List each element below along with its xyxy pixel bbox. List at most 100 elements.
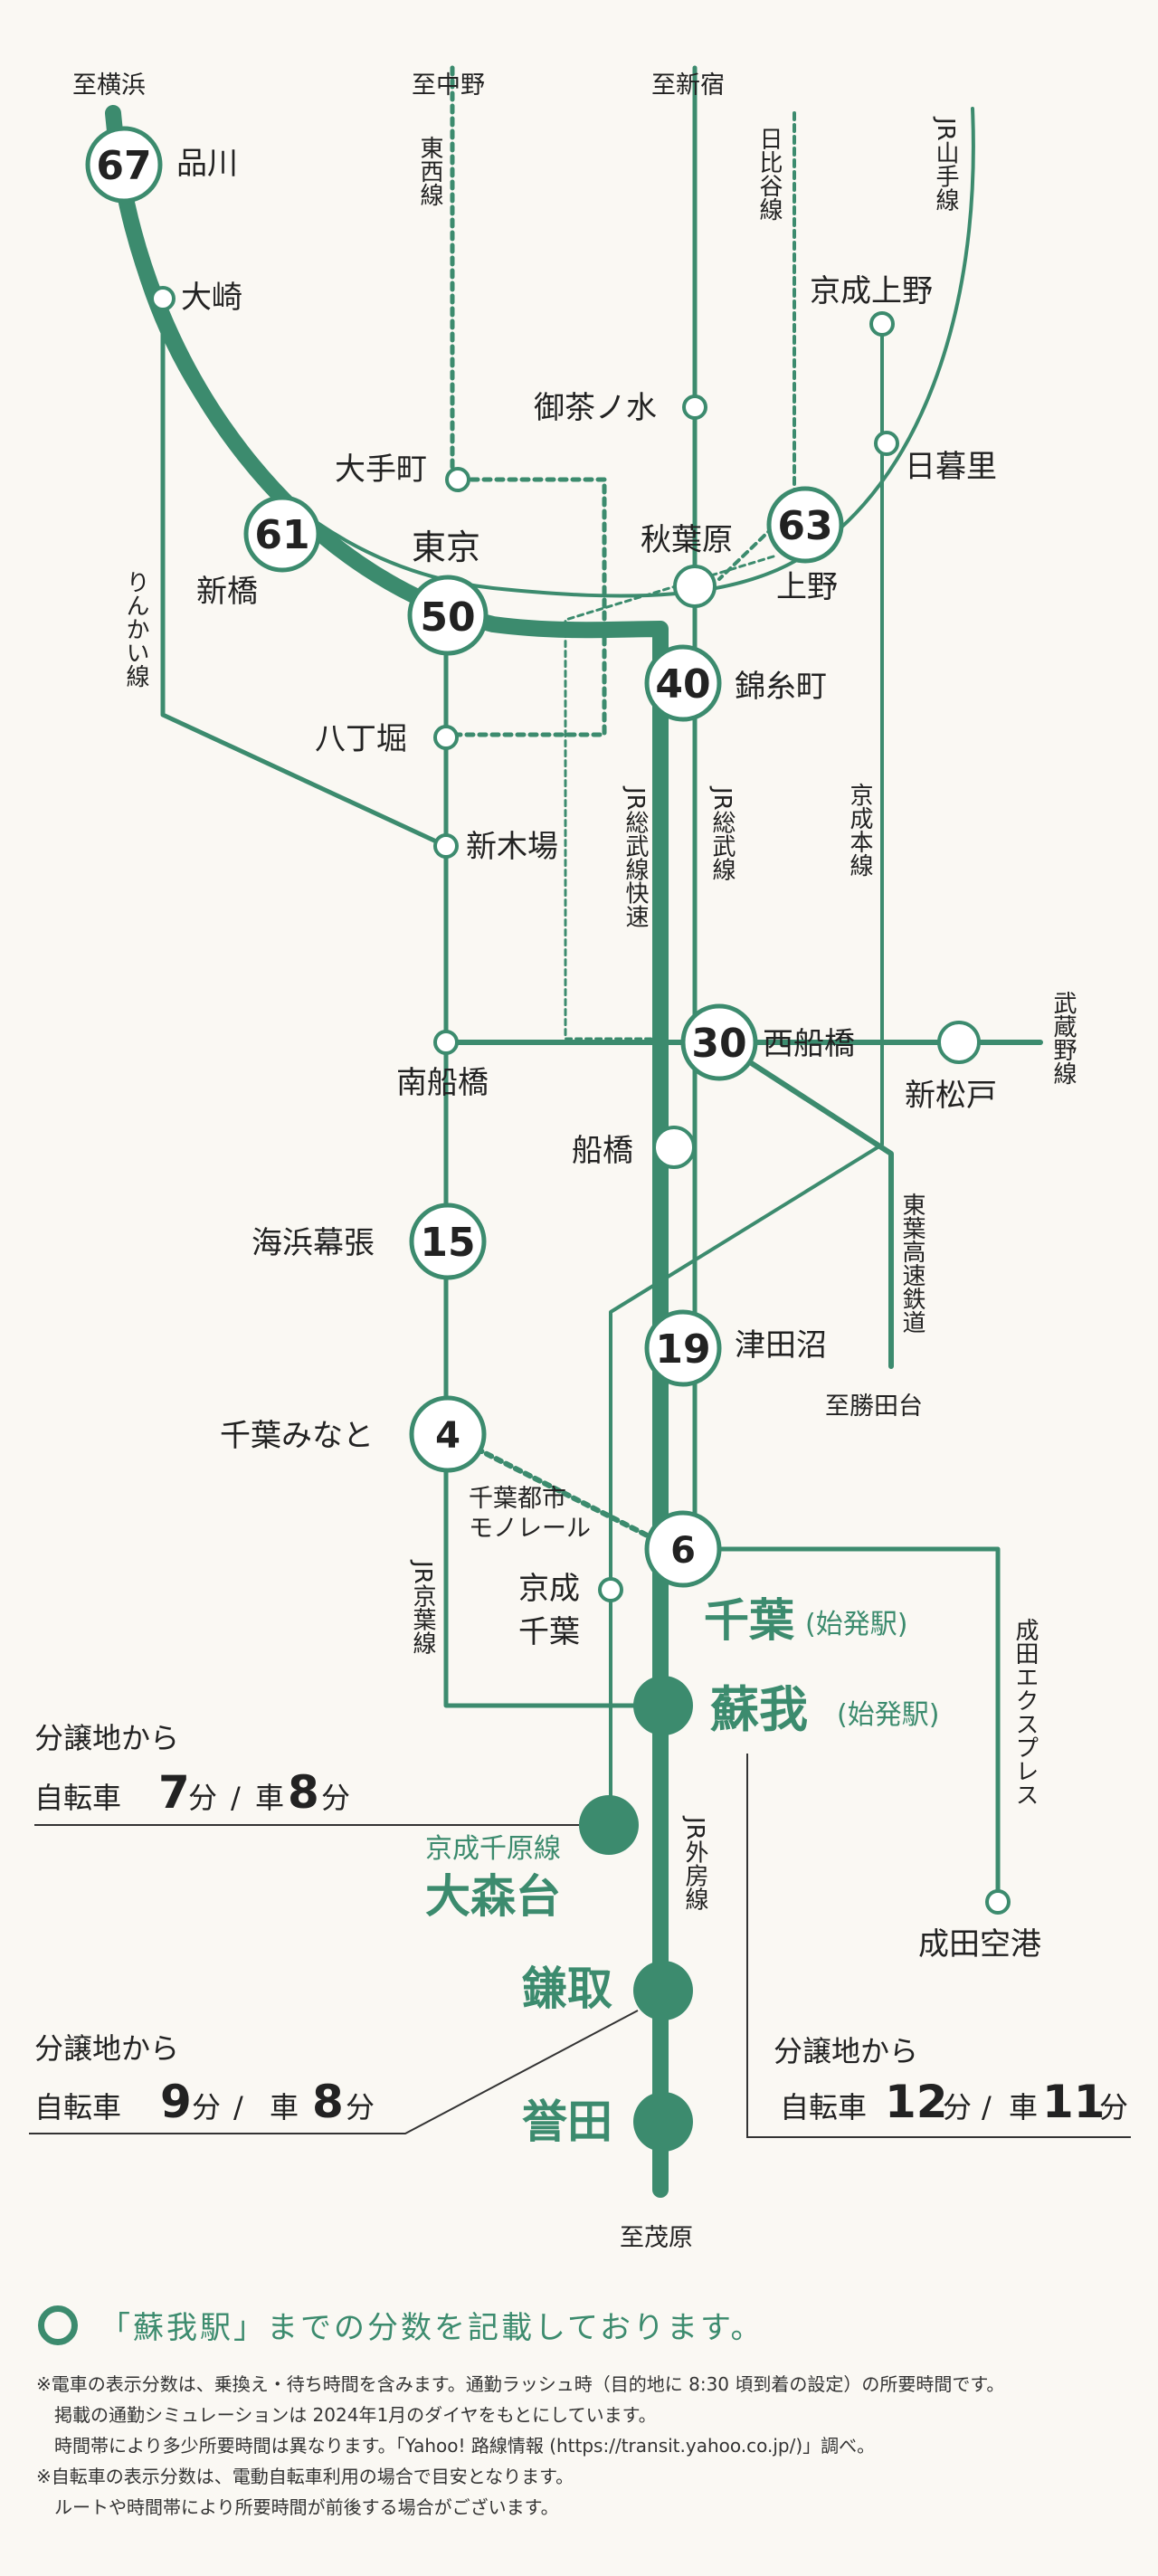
label-soga: 蘇我	[710, 1681, 808, 1738]
tokyo-minutes: 50	[420, 594, 475, 641]
label-funabashi: 船橋	[572, 1133, 633, 1169]
label-shinagawa: 品川	[176, 146, 238, 182]
label-musashino-line: 武蔵野線	[1049, 991, 1077, 1085]
label-minami-funabashi: 南船橋	[396, 1065, 489, 1101]
soga-bike-unit: 分	[188, 1781, 217, 1815]
note-2: 掲載の通勤シミュレーションは 2024年1月のダイヤをもとにしています。	[36, 2404, 657, 2426]
label-monorail-1: 千葉都市	[469, 1485, 566, 1513]
minami-funabashi-dot	[433, 1030, 459, 1055]
kamatori-bike-label: 自転車	[34, 2090, 121, 2124]
label-keisei-chiba-2: 千葉	[518, 1614, 580, 1650]
honda-bike-label: 自転車	[780, 2090, 867, 2124]
label-ueno: 上野	[776, 569, 838, 605]
chiba-minutes: 6	[670, 1530, 696, 1572]
chiba-minato-minutes: 4	[435, 1415, 460, 1457]
label-sobu-line: JR総武線	[708, 785, 736, 881]
soga-bike-min: 7	[158, 1766, 190, 1819]
label-honda: 誉田	[522, 2096, 612, 2148]
label-chiba: 千葉	[704, 1594, 795, 1647]
ueno-ring	[766, 486, 844, 564]
label-sobu-rapid-line: JR総武線快速	[622, 785, 649, 928]
label-sotobo-line: JR外房線	[681, 1815, 708, 1911]
sobu-rapid-dotted	[564, 555, 775, 1041]
soga-dot	[633, 1676, 693, 1735]
note-4: ※自転車の表示分数は、電動自転車利用の場合で目安となります。	[36, 2466, 574, 2487]
label-rinkai-line: りんかい線	[122, 570, 149, 688]
label-omoridai: 大森台	[425, 1870, 561, 1923]
label-toyo-line: 東葉高速鉄道	[898, 1193, 925, 1334]
tsudanuma-ring	[644, 1309, 722, 1387]
tozai-line	[441, 65, 607, 737]
soga-car-min: 8	[288, 1766, 319, 1819]
kaihin-makuhari-minutes: 15	[420, 1220, 475, 1266]
note-1: ※電車の表示分数は、乗換え・待ち時間を含みます。通勤ラッシュ時（目的地に 8:3…	[36, 2373, 1005, 2395]
ueno-minutes: 63	[777, 503, 832, 549]
honda-bike-unit: 分	[943, 2090, 972, 2124]
honda-dot	[633, 2092, 693, 2152]
kinshicho-minutes: 40	[655, 661, 710, 708]
kamatori-bike-min: 9	[160, 2076, 192, 2128]
osaki-dot	[150, 286, 176, 311]
label-keiyo-line: JR京葉線	[409, 1559, 436, 1655]
rinkai-line	[160, 296, 449, 849]
label-yamanote-line: JR山手線	[932, 116, 959, 212]
toyo-line	[717, 1040, 894, 1369]
kamatori-bike-unit: 分	[192, 2090, 221, 2124]
funabashi-dot	[652, 1126, 696, 1169]
soga-bike-label: 自転車	[34, 1781, 121, 1815]
yamanote-line	[111, 107, 975, 598]
label-narita-express-line: 成田エクスプレス	[1011, 1618, 1039, 1806]
label-shin-matsudo: 新松戸	[905, 1078, 997, 1114]
kamatori-car-unit: 分	[346, 2090, 375, 2124]
label-hatchobori: 八丁堀	[315, 721, 407, 757]
label-kinshicho: 錦糸町	[735, 669, 827, 705]
tokyo-ring	[407, 575, 489, 656]
label-chiba-note: (始発駅)	[805, 1609, 907, 1640]
honda-car-unit: 分	[1099, 2090, 1128, 2124]
nishi-funabashi-minutes: 30	[691, 1021, 746, 1067]
label-tokyo: 東京	[412, 528, 480, 567]
kamatori-car-label: 車	[270, 2090, 299, 2124]
label-kaihin-makuhari: 海浜幕張	[252, 1225, 375, 1261]
shinagawa-ring	[85, 126, 163, 204]
chiba-ring	[644, 1510, 722, 1588]
label-keisei-ueno: 京成上野	[810, 273, 933, 309]
kamatori-access-rule	[29, 2010, 639, 2134]
keisei-line	[609, 319, 884, 1825]
dest-mobara: 至茂原	[620, 2224, 693, 2252]
kaihin-makuhari-ring	[409, 1202, 487, 1280]
shin-matsudo-dot	[937, 1021, 981, 1064]
legend-ring-icon	[38, 2305, 78, 2345]
kamatori-car-min: 8	[312, 2076, 344, 2128]
label-monorail-2: モノレール	[469, 1515, 591, 1543]
shinkiba-dot	[433, 833, 459, 859]
keisei-ueno-dot	[869, 311, 895, 337]
note-5: ルートや時間帯により所要時間が前後する場合がございます。	[36, 2496, 559, 2518]
dest-shinjuku: 至新宿	[651, 71, 725, 100]
akihabara-dot	[673, 565, 717, 608]
soga-access-from: 分譲地から	[34, 1721, 179, 1755]
label-chiba-minato: 千葉みなと	[220, 1418, 374, 1454]
label-kamatori: 鎌取	[522, 1963, 612, 2015]
label-soga-note: (始発駅)	[837, 1699, 939, 1731]
legend: 「蘇我駅」までの分数を記載しております。	[38, 2303, 764, 2347]
label-shinbashi: 新橋	[196, 574, 258, 610]
shinbashi-ring	[243, 495, 321, 573]
label-keisei-chihara-line: 京成千原線	[425, 1833, 561, 1865]
ochanomizu-dot	[682, 394, 707, 420]
label-ochanomizu: 御茶ノ水	[534, 390, 657, 426]
dest-yokohama: 至横浜	[72, 71, 146, 100]
label-tozai-line: 東西線	[416, 136, 443, 206]
soga-car-label: 車	[255, 1781, 284, 1815]
label-keisei-main-line: 京成本線	[846, 783, 873, 877]
soga-sep: /	[231, 1781, 241, 1815]
label-shinkiba: 新木場	[466, 829, 558, 865]
hatchobori-dot	[433, 725, 459, 750]
keisei-chiba-dot	[598, 1577, 623, 1602]
narita-airport-dot	[985, 1889, 1011, 1915]
honda-access-rule	[746, 1754, 1131, 2138]
route-map: 67 61 50 63 40 30 15 19 4 6 至横浜 至中野 至新宿 …	[29, 65, 1131, 2252]
kinshicho-ring	[644, 644, 722, 722]
honda-access-from: 分譲地から	[774, 2034, 918, 2068]
label-osaki: 大崎	[181, 280, 242, 316]
